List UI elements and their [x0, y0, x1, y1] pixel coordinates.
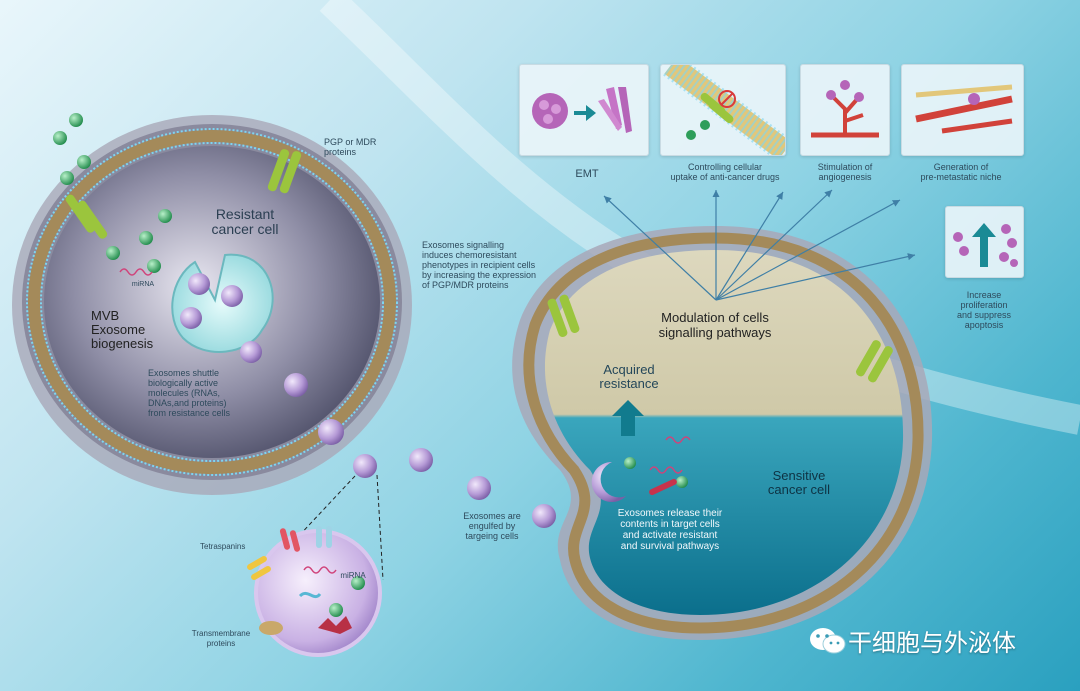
- drug-uptake-illustration: [663, 54, 793, 162]
- emt-illustration: [532, 87, 632, 133]
- label-transmembrane: Transmembrane proteins: [191, 629, 251, 648]
- label-controlling: Controlling cellular uptake of anti-canc…: [670, 162, 780, 182]
- label-mirna-top: miRNA: [131, 281, 155, 288]
- label-mirna-bottom: miRNA: [340, 571, 366, 580]
- label-niche: Generation of pre-metastatic niche: [920, 162, 1002, 182]
- label-angiogenesis: Stimulation of angiogenesis: [817, 162, 873, 182]
- pgp-receptor-left: [65, 194, 108, 239]
- label-modulation: Modulation of cells signalling pathways: [658, 310, 772, 340]
- label-resistant-cell: Resistant cancer cell: [211, 206, 279, 237]
- pgp-receptor-top: [267, 149, 302, 194]
- label-signalling: Exosomes signalling induces chemoresista…: [422, 240, 537, 290]
- sensitive-cancer-cell: [512, 226, 933, 640]
- watermark-text: 干细胞与外泌体: [848, 628, 1016, 657]
- panel-niche: [901, 64, 1024, 156]
- wechat-icon: [810, 628, 846, 654]
- label-emt: EMT: [575, 168, 599, 180]
- label-acquired: Acquired resistance: [599, 362, 659, 391]
- label-pgp-mdr: PGP or MDR proteins: [324, 137, 377, 157]
- label-engulfed: Exosomes are engulfed by targeing cells: [463, 511, 521, 541]
- label-exosomes-shuttle: Exosomes shuttle biologically active mol…: [148, 368, 231, 418]
- panel-proliferation: [945, 206, 1024, 278]
- panel-angiogenesis: [800, 64, 890, 156]
- zoom-line-left: [294, 475, 356, 541]
- mirna-strand: [119, 268, 153, 276]
- label-release: Exosomes release their contents in targe…: [617, 508, 723, 552]
- exosome-detail: [247, 526, 382, 657]
- angiogenesis-illustration: [811, 80, 879, 138]
- panel-drug-uptake: [660, 54, 793, 162]
- niche-illustration: [915, 84, 1013, 134]
- signalling-arrows: [603, 189, 916, 301]
- mvb-organelle: [171, 253, 274, 353]
- exosome-path: [240, 341, 556, 528]
- label-mvb: MVB Exosome biogenesis: [91, 308, 154, 351]
- label-proliferation: Increase proliferation and suppress apop…: [956, 290, 1012, 330]
- label-sensitive: Sensitive cancer cell: [767, 468, 831, 497]
- zoom-line-right: [376, 474, 384, 581]
- panel-emt: [519, 64, 649, 156]
- proliferation-illustration: [953, 223, 1018, 267]
- drug-molecules: [53, 113, 172, 273]
- watermark: 干细胞与外泌体: [808, 622, 1068, 658]
- label-tetraspanins: Tetraspanins: [200, 542, 246, 551]
